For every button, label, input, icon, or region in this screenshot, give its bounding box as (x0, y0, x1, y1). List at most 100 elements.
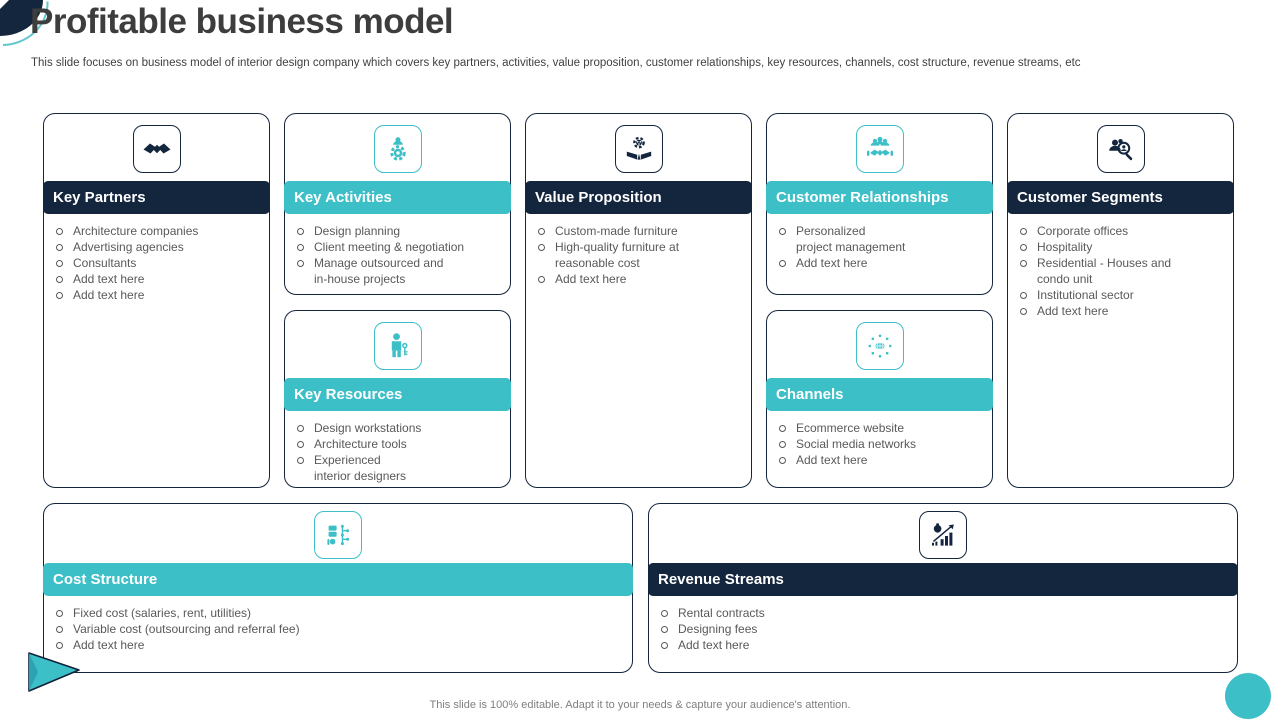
list-item: Corporate offices (1020, 223, 1225, 239)
card-header-value-proposition: Value Proposition (525, 181, 752, 214)
bullet-icon (297, 425, 304, 432)
card-items: Fixed cost (salaries, rent, utilities)Va… (44, 605, 632, 653)
list-item: Add text here (56, 287, 261, 303)
card-header-key-activities: Key Activities (284, 181, 511, 214)
card-icon-box (855, 322, 904, 370)
list-item: Custom-made furniture (538, 223, 743, 239)
list-item-text: Hospitality (1037, 240, 1093, 254)
list-item-text: Consultants (73, 256, 137, 270)
bullet-icon (56, 260, 63, 267)
list-item: Variable cost (outsourcing and referral … (56, 621, 624, 637)
gear-hands-icon (626, 136, 651, 160)
slide-subtitle: This slide focuses on business model of … (31, 57, 1081, 69)
list-item-text: Experienced interior designers (314, 453, 407, 483)
list-item-text: Social media networks (796, 437, 917, 451)
card-icon-box (132, 125, 181, 173)
arrow-decoration (28, 652, 80, 692)
list-item-text: Add text here (678, 638, 750, 652)
bullet-icon (1020, 260, 1027, 267)
list-item-text: Advertising agencies (73, 240, 184, 254)
bullet-icon (56, 244, 63, 251)
bullet-icon (1020, 292, 1027, 299)
bullet-icon (661, 610, 668, 617)
bullet-icon (661, 642, 668, 649)
handshake-icon (143, 143, 170, 154)
people-magnifier-icon (1108, 139, 1132, 161)
list-item: Designing fees (661, 621, 1229, 637)
card-title: Channels (776, 386, 844, 403)
card-title: Value Proposition (535, 189, 662, 206)
list-item-text: Add text here (73, 272, 145, 286)
bullet-icon (1020, 228, 1027, 235)
list-item-text: Add text here (73, 288, 145, 302)
list-item-text: Variable cost (outsourcing and referral … (73, 622, 300, 636)
list-item: Design workstations (297, 420, 502, 436)
list-item: Residential - Houses and condo unit (1020, 255, 1225, 287)
card-title: Key Resources (294, 386, 403, 403)
list-item: Add text here (779, 452, 984, 468)
list-item: Design planning (297, 223, 502, 239)
gear-person-icon (389, 137, 406, 161)
bullet-icon (779, 260, 786, 267)
bullet-icon (538, 244, 545, 251)
card-cost-structure: Cost Structure Fixed cost (salaries, ren… (43, 503, 633, 673)
list-item-text: Design workstations (314, 421, 422, 435)
bullet-icon (297, 260, 304, 267)
list-item: Rental contracts (661, 605, 1229, 621)
card-icon-box (373, 125, 422, 173)
list-item: Social media networks (779, 436, 984, 452)
list-item: Add text here (56, 271, 261, 287)
card-header-channels: Channels (766, 378, 993, 411)
list-item-text: Residential - Houses and condo unit (1037, 256, 1172, 286)
list-item-text: Architecture companies (73, 224, 199, 238)
list-item-text: Corporate offices (1037, 224, 1129, 238)
list-item: High-quality furniture at reasonable cos… (538, 239, 743, 271)
list-item-text: Custom-made furniture (555, 224, 678, 238)
list-item: Consultants (56, 255, 261, 271)
card-customer-relationships: Customer Relationships Personalized proj… (766, 113, 993, 295)
card-icon-box (855, 125, 904, 173)
bullet-icon (297, 441, 304, 448)
money-growth-icon (932, 523, 954, 546)
bullet-icon (538, 228, 545, 235)
corner-decoration (0, 0, 49, 46)
list-item-text: Ecommerce website (796, 421, 905, 435)
bullet-icon (56, 228, 63, 235)
person-key-icon (391, 333, 408, 358)
bullet-icon (661, 626, 668, 633)
list-item: Add text here (1020, 303, 1225, 319)
list-item-text: Client meeting & negotiation (314, 240, 465, 254)
list-item: Architecture tools (297, 436, 502, 452)
bullet-icon (56, 642, 63, 649)
list-item-text: Add text here (796, 256, 868, 270)
list-item-text: Rental contracts (678, 606, 765, 620)
list-item: Add text here (661, 637, 1229, 653)
list-item: Add text here (538, 271, 743, 287)
list-item: Institutional sector (1020, 287, 1225, 303)
list-item: Add text here (56, 637, 624, 653)
page-title: Profitable business model (30, 2, 454, 41)
card-icon-box (373, 322, 422, 370)
list-item: Client meeting & negotiation (297, 239, 502, 255)
bullet-icon (779, 425, 786, 432)
list-item-text: Add text here (796, 453, 868, 467)
list-item: Personalized project management (779, 223, 984, 255)
list-item-text: Personalized project management (796, 224, 906, 254)
list-item-text: Architecture tools (314, 437, 407, 451)
circle-decoration (1225, 673, 1271, 719)
card-title: Customer Relationships (776, 189, 949, 206)
bullet-icon (56, 626, 63, 633)
list-item: Fixed cost (salaries, rent, utilities) (56, 605, 624, 621)
list-item: Architecture companies (56, 223, 261, 239)
